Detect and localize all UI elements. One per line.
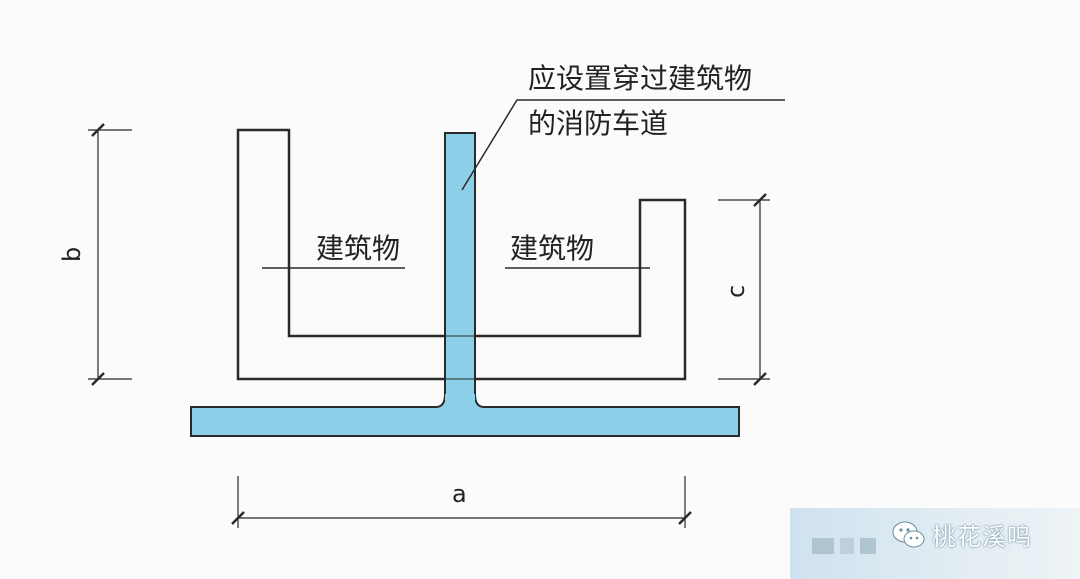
- building-outline: [236, 128, 687, 381]
- watermark-blur: [840, 538, 854, 554]
- callout-leader: [461, 99, 785, 191]
- dimension-c: [718, 193, 770, 386]
- watermark: 桃花溪鸣: [790, 508, 1080, 579]
- watermark-blur: [812, 538, 834, 554]
- building-right-label: 建筑物: [510, 232, 594, 265]
- building-left-label: 建筑物: [316, 232, 400, 265]
- dimension-a-label: a: [452, 480, 467, 508]
- callout-text-line2: 的消防车道: [528, 107, 668, 140]
- dimension-c-label: c: [722, 285, 750, 298]
- watermark-blur: [860, 538, 876, 554]
- dimension-b-label: b: [58, 247, 86, 262]
- watermark-text: 桃花溪鸣: [932, 523, 1032, 551]
- through-passage: [445, 133, 475, 407]
- callout-text-line1: 应设置穿过建筑物: [528, 62, 752, 95]
- dimension-a: [231, 476, 692, 528]
- dimension-b: [88, 123, 132, 386]
- wechat-icon: [892, 521, 925, 548]
